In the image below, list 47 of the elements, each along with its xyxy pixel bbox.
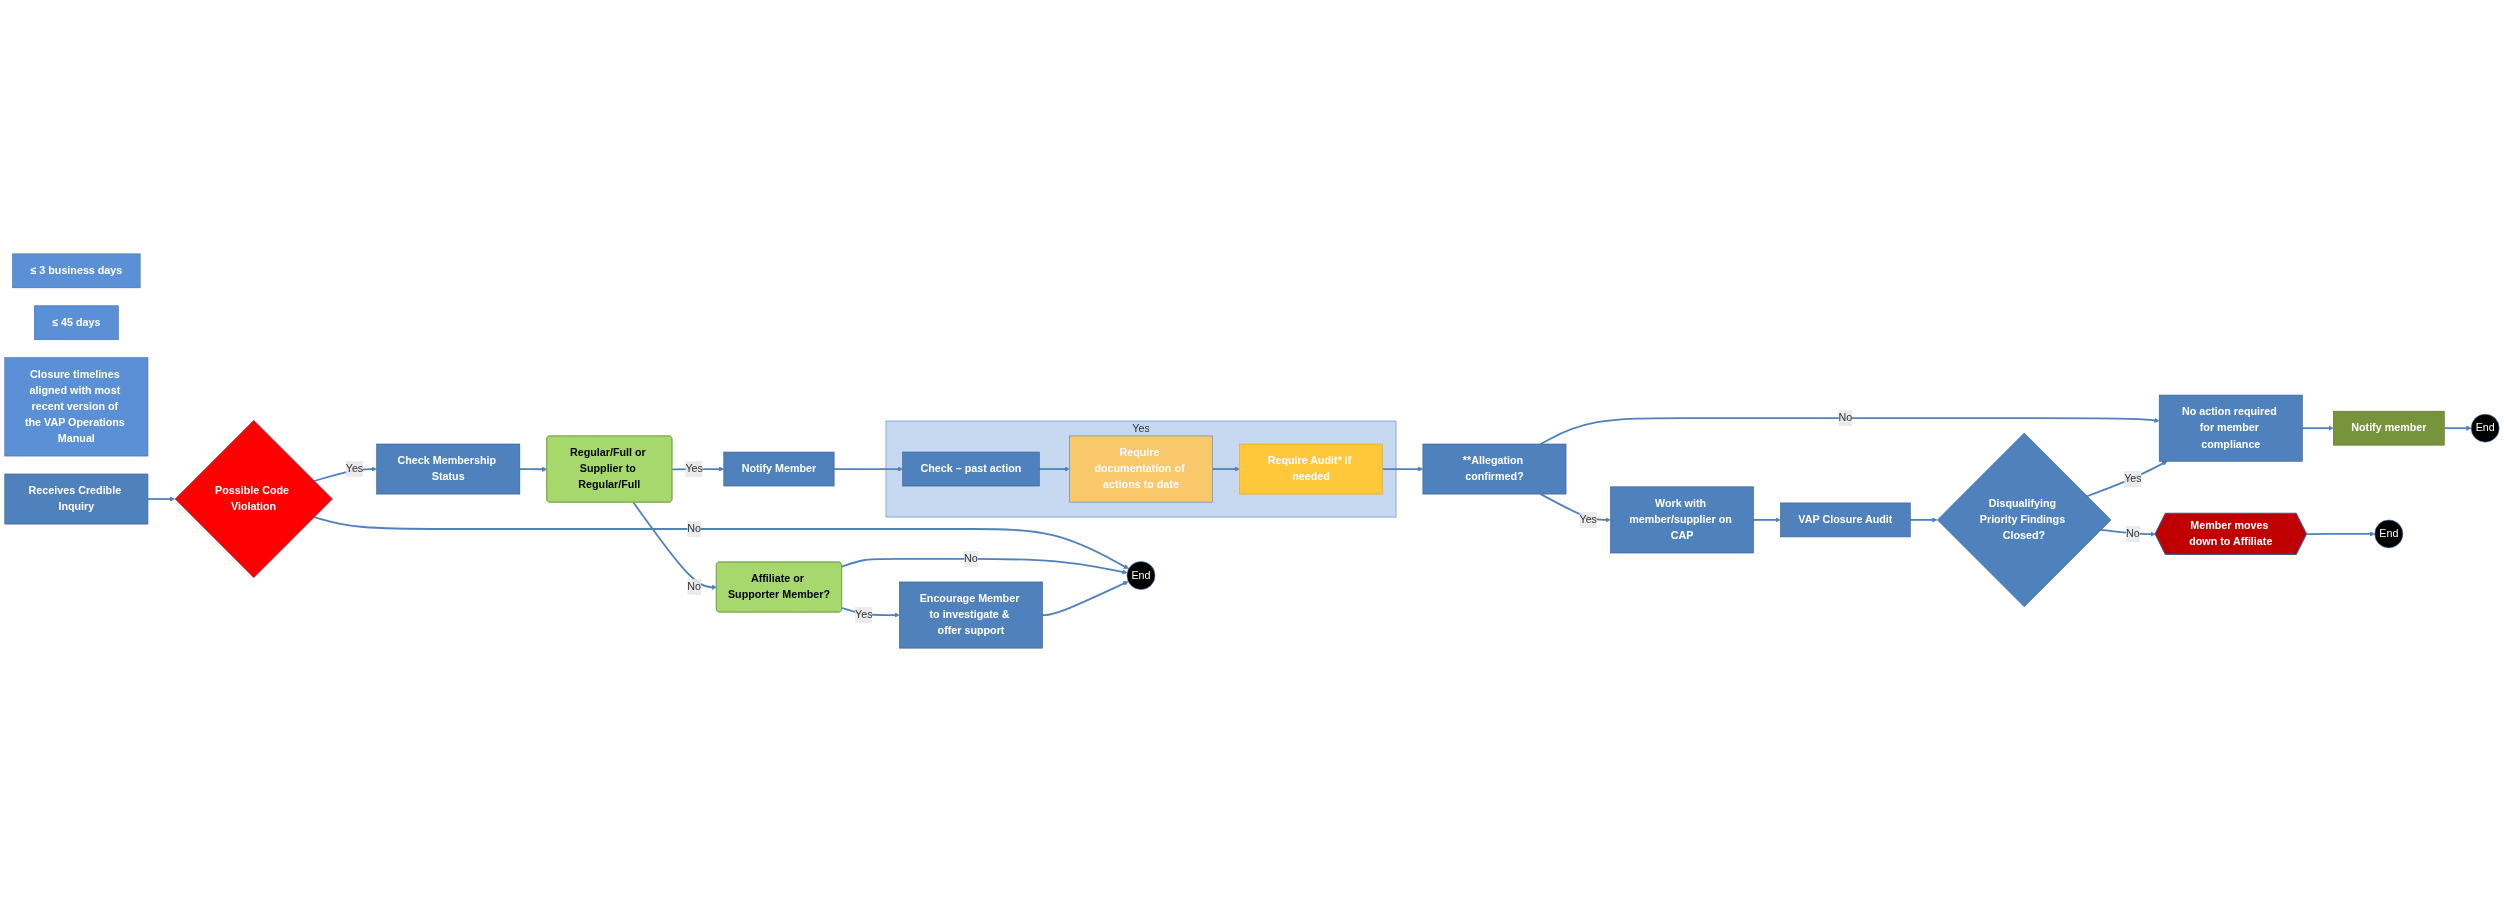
node-box: Check Membership Status <box>376 443 521 495</box>
arrow <box>2305 531 2376 537</box>
arrow <box>1381 466 1424 472</box>
edge-label: Yes <box>685 462 703 475</box>
arrow <box>2301 425 2334 431</box>
edge-label: Yes <box>1579 513 1597 526</box>
arrow <box>518 466 548 472</box>
arrow <box>841 558 1128 575</box>
arrow <box>2443 425 2472 431</box>
node-box: Closure timelines aligned with most recent version of the VAP Operations Manual <box>4 357 149 457</box>
node-box: Work with member/supplier on CAP <box>1610 486 1754 554</box>
arrow <box>632 501 717 590</box>
edge-label: Yes <box>345 462 364 475</box>
node-box: No action required for member compliance <box>2158 394 2303 462</box>
node-box: **Allegation confirmed? <box>1422 443 1567 495</box>
node-diamond: Disqualifying Priority Findings Closed? <box>1937 432 2112 607</box>
node-box: Require documentation of actions to date <box>1069 435 1213 503</box>
node-circle: End <box>1126 561 1156 590</box>
arrow <box>1038 466 1070 472</box>
node-box: Check – past action <box>902 451 1040 487</box>
edge-label: No <box>687 522 701 535</box>
node-box: VAP Closure Audit <box>1780 502 1911 538</box>
node-box: Notify Member <box>723 451 835 487</box>
node-box: Receives Credible Inquiry <box>4 473 149 525</box>
edge-label: No <box>687 580 701 593</box>
edge-label: Yes <box>2124 472 2142 485</box>
arrow <box>313 516 1129 570</box>
node-diamond: Possible Code Violation <box>174 419 333 579</box>
arrow <box>2086 461 2168 498</box>
arrow <box>1752 517 1781 523</box>
edge-label: No <box>1838 411 1853 424</box>
arrow <box>1211 466 1240 472</box>
node-circle: End <box>2470 413 2500 443</box>
node-box: Notify member <box>2333 410 2445 446</box>
node-circle: End <box>2374 519 2404 549</box>
edge-label: No <box>2126 527 2140 540</box>
arrow <box>833 466 903 472</box>
edge-label: No <box>964 552 978 565</box>
arrow <box>1041 581 1129 616</box>
arrow <box>1539 417 2160 445</box>
node-box: Require Audit* if needed <box>1239 443 1383 495</box>
node-box: ≤ 3 business days <box>12 253 141 289</box>
arrow <box>147 496 176 502</box>
arrow <box>1909 517 1938 523</box>
node-box: Encourage Member to investigate & offer support <box>899 581 1043 649</box>
edge-label: Yes <box>855 608 873 621</box>
node-box: ≤ 45 days <box>34 305 119 341</box>
